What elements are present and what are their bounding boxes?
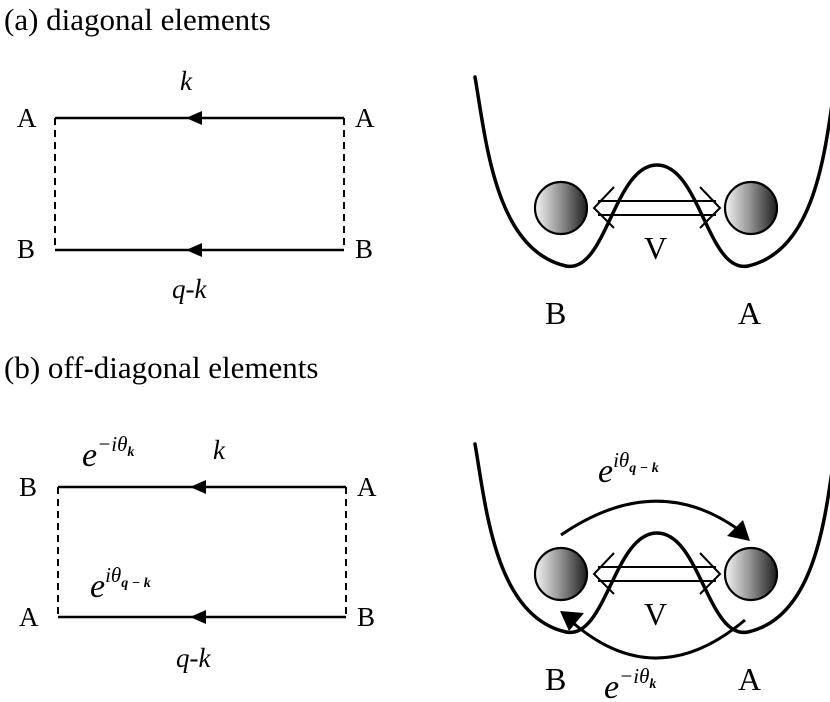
panel-b-bottom-phase-exponent: iθ	[105, 563, 121, 587]
panel-b-top-right-label: A	[357, 472, 377, 502]
panel-b-well-left-label: B	[545, 661, 566, 697]
panel-b-bottom-momentum: q-k	[176, 643, 211, 673]
panel-b-tunneling-arrowhead-left	[592, 552, 615, 595]
panel-b-top-phase-exponent: −iθ	[97, 432, 127, 456]
panel-b-top-arrowhead	[190, 480, 206, 494]
panel-a-bottom-arrowhead	[186, 243, 202, 257]
panel-b-upper-hopping-arrowhead	[727, 520, 750, 541]
panel-b-top-phase-subscript: k	[127, 445, 134, 460]
panel-b-loop-diagram: B A A B k q-k e−iθk eiθq − k	[19, 432, 377, 673]
panel-b-bottom-phase-subscript: q − k	[121, 576, 150, 591]
panel-a-barrier-label: V	[644, 230, 667, 266]
panel-b-arc-top-phase-factor: eiθq − k	[598, 448, 659, 490]
panel-a-well-left-label: B	[545, 295, 566, 331]
panel-a-particle-left	[533, 180, 589, 236]
panel-b-arc-bottom-phase-factor: e−iθk	[604, 664, 656, 702]
panel-b-arc-top-phase-base: e	[598, 453, 613, 490]
panel-a-top-arrowhead	[186, 111, 202, 125]
panel-b-lower-hopping-arrowhead	[560, 611, 584, 631]
panel-a-potential-curve	[473, 75, 830, 268]
panel-b-bottom-phase-base: e	[90, 568, 105, 605]
panel-a-top-left-label: A	[17, 103, 37, 133]
panel-b-arc-top-phase-exponent: iθ	[613, 448, 629, 472]
panel-b-lower-hopping-arc	[571, 618, 746, 660]
panel-b-arc-bottom-phase-subscript: k	[649, 677, 656, 692]
panel-a-well-right-label: A	[738, 295, 761, 331]
panel-b-heading: (b) off-diagonal elements	[4, 350, 318, 385]
panel-b-bottom-phase-factor: eiθq − k	[90, 563, 151, 605]
panel-b-tunneling-arrowhead-right	[699, 552, 722, 595]
panel-a-top-momentum: k	[180, 66, 193, 96]
panel-b-double-well: V B A eiθq − k e−iθk	[473, 442, 830, 702]
panel-b-barrier-label: V	[644, 596, 667, 632]
panel-b-bottom-right-label: B	[357, 602, 375, 632]
panel-b-particle-right	[723, 546, 779, 602]
panel-b-top-phase-base: e	[82, 437, 97, 474]
panel-a-tunneling-arrowhead-right	[699, 186, 722, 229]
panel-b-top-phase-factor: e−iθk	[82, 432, 134, 474]
panel-a-particle-right	[723, 180, 779, 236]
panel-a-tunneling-arrowhead-left	[592, 186, 615, 229]
panel-a: (a) diagonal elements A A B B k q-k V	[4, 2, 830, 331]
panel-b-top-left-label: B	[19, 472, 37, 502]
panel-a-bottom-right-label: B	[355, 234, 373, 264]
panel-a-bottom-left-label: B	[17, 234, 35, 264]
panel-b-bottom-arrowhead	[190, 610, 206, 624]
panel-b-arc-bottom-phase-base: e	[604, 669, 619, 702]
panel-b-potential-curve	[473, 442, 830, 634]
panel-a-double-well: V B A	[473, 75, 830, 331]
panel-b: (b) off-diagonal elements B A A B k q-k …	[4, 350, 830, 702]
panel-a-heading: (a) diagonal elements	[4, 2, 271, 37]
panel-b-top-momentum: k	[213, 435, 226, 465]
panel-b-bottom-left-label: A	[19, 602, 39, 632]
panel-b-well-right-label: A	[738, 661, 761, 697]
panel-b-particle-left	[533, 546, 589, 602]
panel-a-bottom-momentum: q-k	[172, 274, 207, 304]
panel-b-arc-top-phase-subscript: q − k	[629, 461, 658, 476]
panel-a-top-right-label: A	[355, 103, 375, 133]
panel-a-loop-diagram: A A B B k q-k	[17, 66, 375, 304]
panel-b-arc-bottom-phase-exponent: −iθ	[619, 664, 649, 688]
panel-b-upper-hopping-arc	[560, 499, 740, 537]
